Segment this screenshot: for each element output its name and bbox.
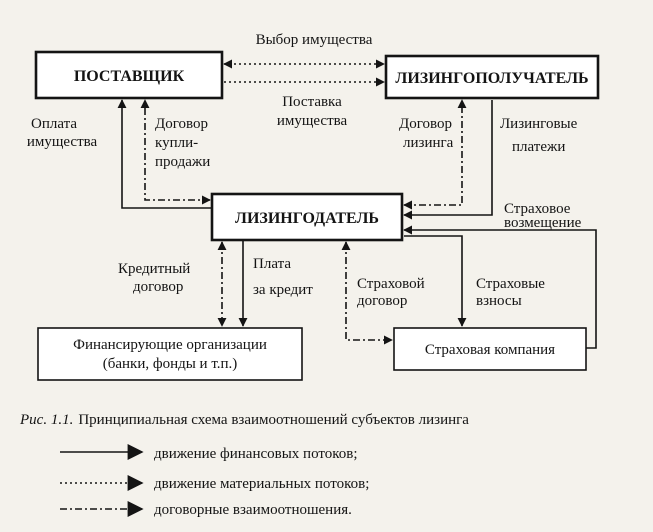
insurance-contract-label-1: Страховой bbox=[357, 276, 425, 292]
lessee-box bbox=[384, 54, 600, 100]
figure-caption-text: Принципиальная схема взаимоотношений суб… bbox=[78, 412, 469, 428]
financing-label-line1: Финансирующие организации bbox=[73, 337, 267, 353]
purchase-contract-arrow bbox=[140, 99, 211, 205]
delivery-label-2: имущества bbox=[277, 113, 348, 129]
lease-contract-arrow bbox=[403, 99, 467, 210]
credit-contract-label-2: договор bbox=[133, 279, 183, 295]
insurer-box bbox=[393, 327, 587, 371]
lease-payments-label-2: платежи bbox=[512, 139, 565, 155]
insurance-contract-label-2: договор bbox=[357, 293, 407, 309]
lease-payments-arrow bbox=[403, 100, 493, 220]
purchase-label-1: Договор bbox=[155, 116, 208, 132]
lessee-node: ЛИЗИНГОПОЛУЧАТЕЛЬ bbox=[384, 54, 600, 100]
lessor-label: ЛИЗИНГОДАТЕЛЬ bbox=[235, 210, 379, 227]
insurance-premiums-label-1: Страховые bbox=[476, 276, 545, 292]
figure-caption-prefix: Рис. 1.1. bbox=[19, 412, 73, 428]
credit-fee-label-1: Плата bbox=[253, 256, 291, 272]
credit-contract-label-1: Кредитный bbox=[118, 261, 190, 277]
insurance-compensation-label-2: возмещение bbox=[504, 215, 582, 231]
figure-caption: Рис. 1.1. Принципиальная схема взаимоотно… bbox=[19, 412, 469, 428]
insurance-premiums-arrow bbox=[404, 235, 467, 327]
purchase-label-3: продажи bbox=[155, 154, 210, 170]
financing-node: Финансирующие организации (банки, фонды … bbox=[37, 327, 303, 381]
insurer-label: Страховая компания bbox=[425, 342, 555, 358]
insurance-compensation-arrow bbox=[403, 225, 597, 349]
payment-label-1: Оплата bbox=[31, 116, 77, 132]
insurance-compensation-label-1: Страховое bbox=[504, 201, 571, 217]
supplier-label: ПОСТАВЩИК bbox=[74, 68, 185, 85]
legend-item-contract: договорные взаимоотношения. bbox=[154, 502, 352, 518]
property-payment-arrow bbox=[117, 99, 212, 209]
lease-contract-label-2: лизинга bbox=[403, 135, 454, 151]
credit-fee-label-2: за кредит bbox=[253, 282, 313, 298]
legend-item-material: движение материальных потоков; bbox=[154, 476, 369, 492]
insurance-contract-arrow bbox=[341, 241, 393, 345]
supplier-node: ПОСТАВЩИК bbox=[34, 50, 224, 100]
lessor-box bbox=[210, 192, 404, 242]
legend-item-financial: движение финансовых потоков; bbox=[154, 446, 358, 462]
legend: движение финансовых потоков; движение ма… bbox=[60, 444, 369, 518]
lease-payments-label-1: Лизинговые bbox=[500, 116, 578, 132]
choice-label: Выбор имущества bbox=[256, 32, 373, 48]
lessee-label: ЛИЗИНГОПОЛУЧАТЕЛЬ bbox=[395, 70, 588, 87]
payment-label-2: имущества bbox=[27, 134, 98, 150]
delivery-label-1: Поставка bbox=[282, 94, 342, 110]
lessor-node: ЛИЗИНГОДАТЕЛЬ bbox=[210, 192, 404, 242]
purchase-label-2: купли- bbox=[155, 135, 198, 151]
financing-box bbox=[37, 327, 303, 381]
lease-contract-label-1: Договор bbox=[399, 116, 452, 132]
insurance-premiums-label-2: взносы bbox=[476, 293, 522, 309]
insurer-node: Страховая компания bbox=[393, 327, 587, 371]
supplier-box bbox=[34, 50, 224, 100]
financing-label-line2: (банки, фонды и т.п.) bbox=[103, 356, 238, 372]
